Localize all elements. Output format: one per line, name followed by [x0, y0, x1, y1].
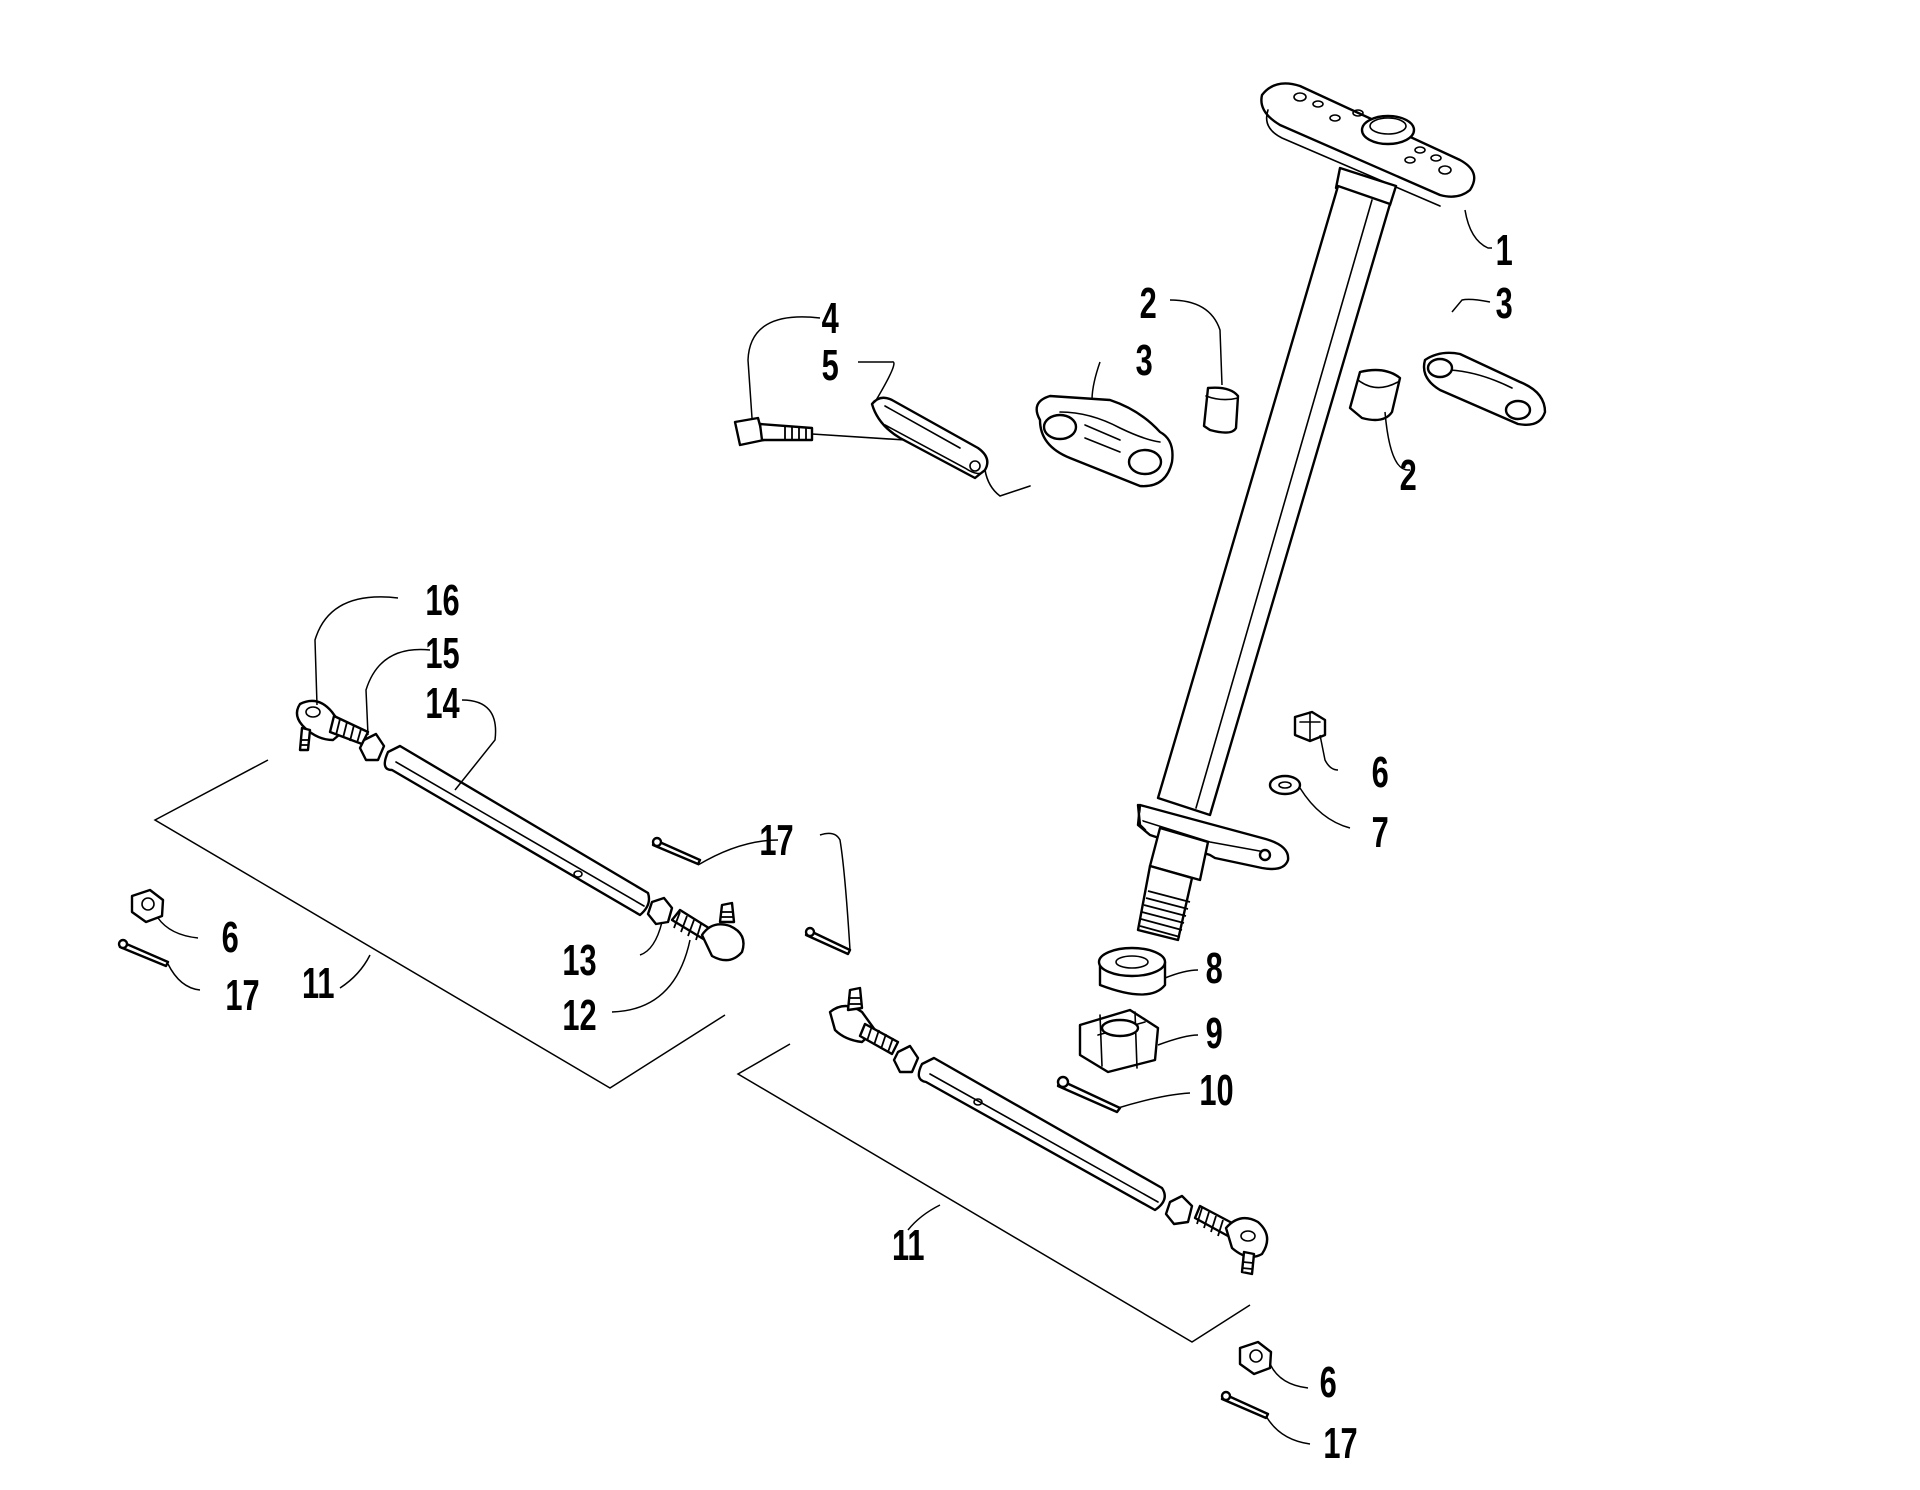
callout-6: 6 — [222, 914, 239, 963]
callout-12: 12 — [562, 992, 596, 1041]
callout-2: 2 — [1140, 280, 1157, 329]
callout-9: 9 — [1206, 1010, 1223, 1059]
callout-11: 11 — [892, 1222, 925, 1271]
callout-1: 1 — [1496, 227, 1513, 276]
handlebar-clamp-right — [1422, 351, 1547, 426]
bushing-left — [1202, 386, 1240, 434]
cotter-pin-left — [117, 938, 170, 968]
spacer-washer — [1097, 946, 1167, 996]
callout-2: 2 — [1400, 452, 1417, 501]
castle-nut-large — [1078, 1008, 1160, 1074]
cotter-pin-upper — [651, 836, 702, 866]
steering-post — [1136, 82, 1476, 942]
callout-3: 3 — [1136, 337, 1153, 386]
cotter-pin-right — [1220, 1390, 1270, 1420]
bolt — [733, 416, 906, 447]
castle-nut-upper — [1293, 710, 1327, 743]
callout-labels: 1 2 2 3 3 4 5 6 6 6 7 8 9 10 11 11 12 13… — [222, 227, 1513, 1469]
callout-14: 14 — [425, 680, 459, 729]
callout-7: 7 — [1372, 809, 1389, 858]
assembly-bracket-right — [736, 1043, 1251, 1343]
callout-11: 11 — [302, 960, 335, 1009]
callout-3: 3 — [1496, 280, 1513, 329]
callout-6: 6 — [1372, 749, 1389, 798]
callout-6: 6 — [1320, 1359, 1337, 1408]
callout-4: 4 — [822, 295, 839, 344]
callout-15: 15 — [425, 630, 459, 679]
assembly-bracket-left — [153, 759, 726, 1089]
cotter-pin-middle — [804, 926, 852, 956]
tie-rod-right — [828, 986, 1269, 1276]
callout-17: 17 — [1323, 1420, 1357, 1469]
cotter-pin-center — [1056, 1075, 1122, 1114]
callout-16: 16 — [425, 577, 459, 626]
handlebar-clamp-left — [1035, 394, 1174, 488]
callout-17: 17 — [225, 972, 259, 1021]
callout-17: 17 — [759, 817, 793, 866]
callout-10: 10 — [1199, 1067, 1233, 1116]
bushing-right — [1348, 368, 1402, 422]
clip-bracket — [870, 396, 1031, 497]
callout-5: 5 — [822, 342, 839, 391]
nut-left — [130, 888, 165, 924]
nut-right — [1238, 1340, 1273, 1376]
tie-rod-left — [295, 699, 745, 962]
callout-13: 13 — [562, 937, 596, 986]
leader-lines — [157, 209, 1492, 1445]
washer-upper — [1268, 774, 1302, 796]
callout-8: 8 — [1206, 945, 1223, 994]
